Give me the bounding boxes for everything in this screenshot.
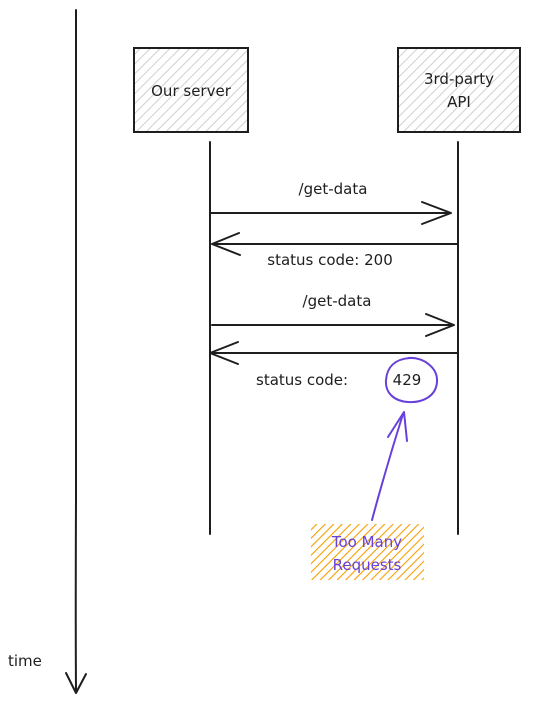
time-axis: time bbox=[8, 9, 87, 694]
message-label-response-2: status code: bbox=[256, 371, 348, 389]
participant-label-third-party-api-line-2: API bbox=[447, 93, 471, 111]
annotation-arrowhead bbox=[387, 411, 408, 442]
message-request-2: /get-data bbox=[211, 292, 455, 337]
participant-box-third-party-api bbox=[397, 47, 521, 133]
highlight-circle bbox=[384, 356, 439, 404]
annotation: Too Many Requests bbox=[311, 411, 424, 580]
message-arrowhead-response-1 bbox=[211, 232, 241, 256]
message-arrowhead-response-2 bbox=[209, 341, 239, 365]
annotation-box bbox=[311, 524, 424, 580]
message-response-1: status code: 200 bbox=[211, 232, 459, 269]
status-code-429: 429 bbox=[393, 371, 422, 389]
time-axis-arrowhead bbox=[65, 672, 87, 694]
message-label-request-2: /get-data bbox=[303, 292, 372, 310]
time-axis-line bbox=[74, 9, 78, 691]
participant-our-server: Our server bbox=[133, 47, 249, 535]
message-label-response-1: status code: 200 bbox=[267, 251, 393, 269]
participant-label-our-server: Our server bbox=[151, 82, 232, 100]
message-response-2: status code: 429 bbox=[209, 341, 459, 404]
participant-label-third-party-api-line-1: 3rd-party bbox=[424, 70, 494, 88]
time-label: time bbox=[8, 652, 42, 670]
annotation-text-line-1: Too Many bbox=[331, 533, 402, 551]
message-label-request-1: /get-data bbox=[299, 180, 368, 198]
annotation-text-line-2: Requests bbox=[333, 556, 402, 574]
participant-box-our-server bbox=[133, 47, 249, 133]
message-request-1: /get-data bbox=[209, 180, 452, 225]
annotation-arrow bbox=[371, 413, 404, 521]
message-arrowhead-request-1 bbox=[421, 201, 452, 225]
participant-third-party-api: 3rd-party API bbox=[397, 47, 521, 535]
message-arrowhead-request-2 bbox=[425, 313, 455, 337]
